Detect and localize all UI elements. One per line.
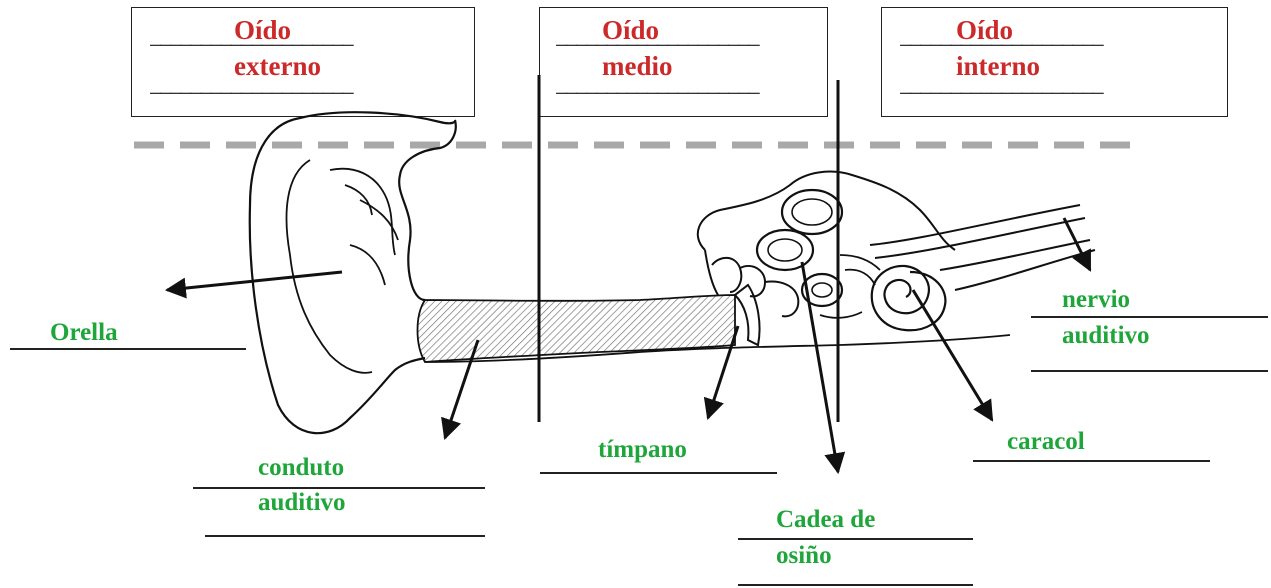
- answer-rule: [738, 538, 973, 540]
- pinna-inner-fold: [285, 159, 399, 374]
- tympanic-membrane: [733, 283, 761, 347]
- section-title-line2: externo: [234, 51, 321, 81]
- blank-line: ____________________: [556, 26, 759, 46]
- semicircular-canal: [811, 282, 833, 298]
- semicircular-canal: [800, 272, 844, 308]
- label-cadea-line2: osiño: [776, 542, 832, 569]
- ossicle-chain: [711, 256, 800, 318]
- auditory-nerve: [869, 204, 1096, 291]
- section-title-line1: Oído: [234, 15, 292, 45]
- middle-ear-cavity: [696, 170, 956, 296]
- blank-line: ____________________: [900, 74, 1103, 94]
- section-box-inner-ear: ____________________ ___________________…: [881, 7, 1228, 117]
- section-title-line2: medio: [602, 51, 673, 81]
- canal-wall: [424, 334, 1011, 363]
- arrow-cadea: [800, 261, 846, 475]
- section-box-outer-ear: ____________________ ___________________…: [131, 7, 475, 117]
- label-orella: Orella: [50, 319, 118, 346]
- arrow-nervio: [1062, 217, 1092, 272]
- section-title-line2: interno: [956, 51, 1040, 81]
- section-title-line1: Oído: [956, 15, 1014, 45]
- blank-line: ____________________: [556, 74, 759, 94]
- blank-line: ____________________: [150, 74, 353, 94]
- label-caracol: caracol: [1007, 428, 1085, 455]
- arrow-orella: [164, 270, 343, 299]
- arrow-caracol: [911, 289, 994, 422]
- answer-rule: [193, 487, 485, 489]
- label-nervio-line2: auditivo: [1062, 322, 1150, 349]
- label-timpano: tímpano: [598, 436, 687, 463]
- answer-rule: [10, 348, 246, 350]
- label-conduto-line1: conduto: [258, 454, 345, 481]
- cochlea-spiral: [870, 264, 947, 332]
- answer-rule: [205, 535, 485, 537]
- pinna-outline: [248, 111, 457, 435]
- label-nervio-line1: nervio: [1062, 286, 1131, 313]
- answer-rule: [1031, 370, 1268, 372]
- blank-line: ____________________: [900, 26, 1103, 46]
- arrow-timpano: [703, 325, 740, 420]
- section-box-middle-ear: ____________________ ___________________…: [539, 7, 828, 117]
- label-conduto-line2: auditivo: [258, 489, 346, 516]
- semicircular-canal: [767, 238, 803, 262]
- label-cadea-line1: Cadea de: [776, 506, 876, 533]
- semicircular-canal: [755, 228, 815, 272]
- answer-rule: [540, 472, 777, 474]
- vestibule: [819, 254, 881, 319]
- semicircular-canal: [780, 188, 844, 236]
- answer-rule: [973, 460, 1210, 462]
- answer-rule: [1031, 316, 1268, 318]
- arrow-conduto: [441, 339, 480, 440]
- section-title-line1: Oído: [602, 15, 660, 45]
- ear-canal: [416, 294, 736, 363]
- blank-line: ____________________: [150, 26, 353, 46]
- semicircular-canal: [791, 198, 833, 226]
- answer-rule: [738, 584, 973, 586]
